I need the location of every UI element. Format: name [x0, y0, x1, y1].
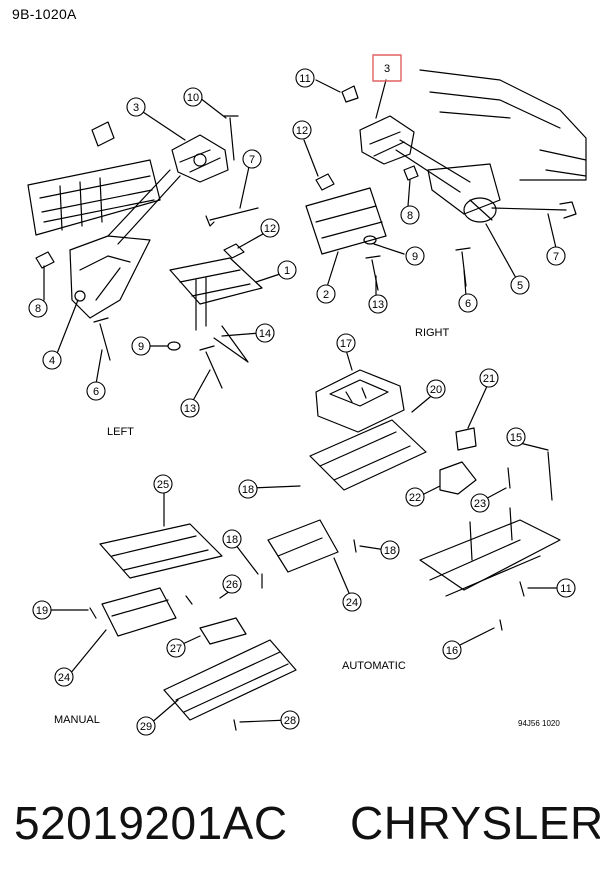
- callout-24-left: 24: [58, 672, 70, 684]
- label-manual: MANUAL: [54, 714, 100, 726]
- callout-left-14: 14: [259, 328, 271, 340]
- callout-18-top: 18: [242, 484, 254, 496]
- callout-left-9: 9: [138, 341, 144, 353]
- callout-16: 16: [446, 645, 458, 657]
- callout-right-6: 6: [465, 298, 471, 310]
- callout-23: 23: [474, 498, 486, 510]
- callout-right-2: 2: [323, 289, 329, 301]
- callout-17: 17: [340, 338, 352, 350]
- callout-right-5: 5: [517, 280, 523, 292]
- callout-right-9: 9: [412, 251, 418, 263]
- callout-left-4: 4: [49, 355, 55, 367]
- left-mount-assembly: [27, 97, 287, 407]
- callout-left-13: 13: [184, 403, 196, 415]
- callout-left-7: 7: [249, 154, 255, 166]
- callout-28: 28: [284, 715, 296, 727]
- callout-right-12: 12: [296, 125, 308, 137]
- callout-left-3: 3: [133, 102, 139, 114]
- callout-29: 29: [140, 721, 152, 733]
- callout-right-7: 7: [553, 251, 559, 263]
- part-number: 52019201AC: [14, 797, 288, 849]
- callout-left-8: 8: [35, 303, 41, 315]
- callout-11-lower: 11: [560, 583, 571, 595]
- callout-18-mid: 18: [226, 534, 238, 546]
- callout-20: 20: [430, 384, 442, 396]
- callout-27: 27: [170, 643, 182, 655]
- label-right: RIGHT: [415, 327, 450, 339]
- callout-22: 22: [409, 492, 421, 504]
- callout-25: 25: [157, 479, 169, 491]
- callout-21: 21: [483, 373, 495, 385]
- callout-right-11: 11: [299, 73, 310, 85]
- callout-19: 19: [36, 605, 48, 617]
- transmission-mount-assembly: [43, 349, 567, 731]
- callout-right-13: 13: [372, 299, 384, 311]
- callout-26: 26: [226, 579, 238, 591]
- label-automatic: AUTOMATIC: [342, 660, 406, 672]
- manufacturer: CHRYSLER: [350, 797, 600, 849]
- callout-left-6: 6: [93, 386, 99, 398]
- callout-18-right: 18: [384, 545, 396, 557]
- exploded-view-drawing: 3 10 7 12 1 14 9 13 8 4 6 11 3 12 8 9 7 …: [27, 54, 587, 736]
- callout-24-right: 24: [346, 597, 358, 609]
- callout-right-8: 8: [407, 210, 413, 222]
- callout-left-1: 1: [284, 265, 290, 277]
- callout-left-12: 12: [264, 223, 276, 235]
- callout-15: 15: [510, 432, 522, 444]
- right-mount-assembly: [303, 69, 587, 299]
- callout-right-3: 3: [384, 63, 390, 75]
- label-left: LEFT: [107, 426, 134, 438]
- diagram-code: 9B-1020A: [12, 6, 77, 22]
- callout-left-10: 10: [187, 92, 199, 104]
- figure-code: 94J56 1020: [518, 719, 560, 728]
